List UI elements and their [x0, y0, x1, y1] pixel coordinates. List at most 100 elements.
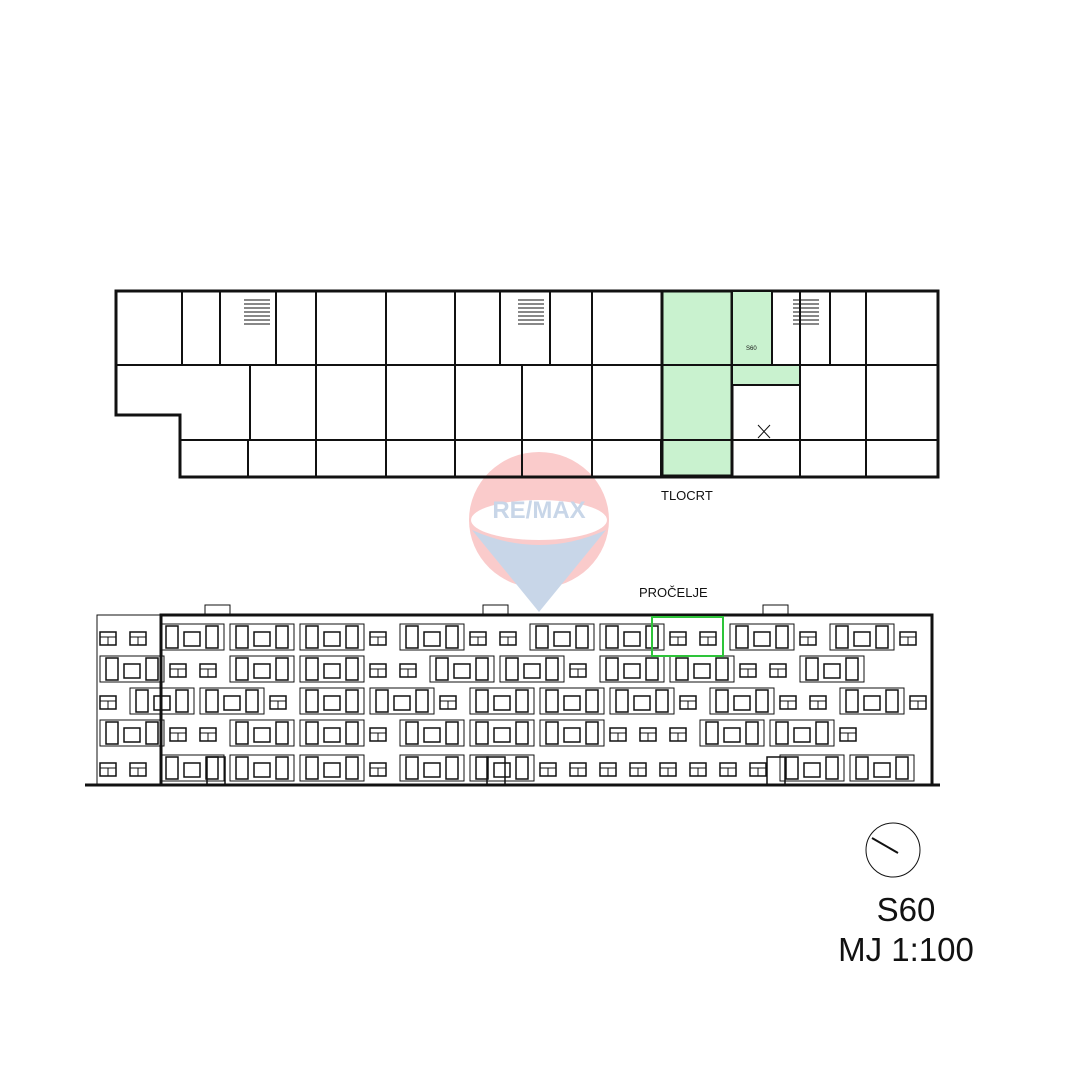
balcony: [399, 719, 465, 747]
balcony: [469, 719, 535, 747]
balcony: [159, 623, 225, 651]
window: [105, 657, 119, 681]
elevation: [85, 604, 940, 787]
window: [275, 657, 289, 681]
window: [845, 689, 859, 713]
svg-text:RE/MAX: RE/MAX: [492, 497, 585, 524]
window: [423, 727, 441, 743]
window: [393, 695, 411, 711]
balcony: [539, 687, 605, 715]
window: [183, 762, 201, 778]
elevation-label: PROČELJE: [639, 585, 708, 600]
stairs: [518, 299, 544, 325]
balcony: [709, 687, 775, 715]
balcony: [229, 623, 295, 651]
window: [345, 721, 359, 745]
window: [123, 663, 141, 679]
window: [105, 721, 119, 745]
window: [535, 625, 549, 649]
window: [223, 695, 241, 711]
balcony: [299, 623, 365, 651]
window: [183, 631, 201, 647]
window: [675, 657, 689, 681]
balcony: [229, 754, 295, 782]
window: [515, 689, 529, 713]
window: [345, 689, 359, 713]
window: [253, 727, 271, 743]
window: [205, 625, 219, 649]
balcony: [829, 623, 895, 651]
window: [493, 762, 511, 778]
remax-watermark: RE/MAX: [469, 452, 609, 612]
window: [275, 721, 289, 745]
window: [323, 695, 341, 711]
window: [855, 756, 869, 780]
window: [815, 721, 829, 745]
balcony: [609, 687, 675, 715]
window: [563, 727, 581, 743]
window: [323, 727, 341, 743]
window: [733, 695, 751, 711]
window: [545, 689, 559, 713]
window: [493, 695, 511, 711]
balcony: [469, 687, 535, 715]
window: [153, 695, 171, 711]
balcony: [159, 754, 225, 782]
window: [205, 689, 219, 713]
window: [515, 721, 529, 745]
balcony: [369, 687, 435, 715]
window: [863, 695, 881, 711]
window: [305, 625, 319, 649]
balcony: [529, 623, 595, 651]
window: [205, 756, 219, 780]
window: [895, 756, 909, 780]
window: [235, 657, 249, 681]
window: [445, 625, 459, 649]
balcony: [799, 655, 865, 683]
window: [645, 657, 659, 681]
window: [253, 631, 271, 647]
stairs: [793, 299, 819, 325]
window: [475, 657, 489, 681]
balcony: [539, 719, 605, 747]
window: [165, 625, 179, 649]
balcony: [399, 754, 465, 782]
window: [545, 657, 559, 681]
sheet-info: S60 MJ 1:100: [806, 890, 1006, 970]
window: [715, 657, 729, 681]
window: [805, 657, 819, 681]
drawing-scale: MJ 1:100: [838, 931, 974, 968]
window: [345, 756, 359, 780]
window: [693, 663, 711, 679]
window: [775, 625, 789, 649]
window: [175, 689, 189, 713]
window: [623, 631, 641, 647]
window: [475, 756, 489, 780]
window: [745, 721, 759, 745]
window: [305, 657, 319, 681]
balcony: [839, 687, 905, 715]
window: [305, 756, 319, 780]
balcony: [599, 655, 665, 683]
highlighted-unit-facade[interactable]: [651, 616, 724, 657]
balcony: [729, 623, 795, 651]
window: [853, 631, 871, 647]
window: [885, 689, 899, 713]
window: [423, 631, 441, 647]
window: [135, 689, 149, 713]
highlighted-unit[interactable]: [660, 289, 734, 478]
window: [435, 657, 449, 681]
balcony: [299, 655, 365, 683]
window: [873, 762, 891, 778]
window: [445, 721, 459, 745]
window: [323, 663, 341, 679]
window: [475, 721, 489, 745]
window: [275, 756, 289, 780]
window: [405, 721, 419, 745]
balcony: [299, 719, 365, 747]
window: [825, 756, 839, 780]
window: [615, 689, 629, 713]
window: [305, 689, 319, 713]
window: [505, 657, 519, 681]
plan-label: TLOCRT: [661, 488, 713, 503]
